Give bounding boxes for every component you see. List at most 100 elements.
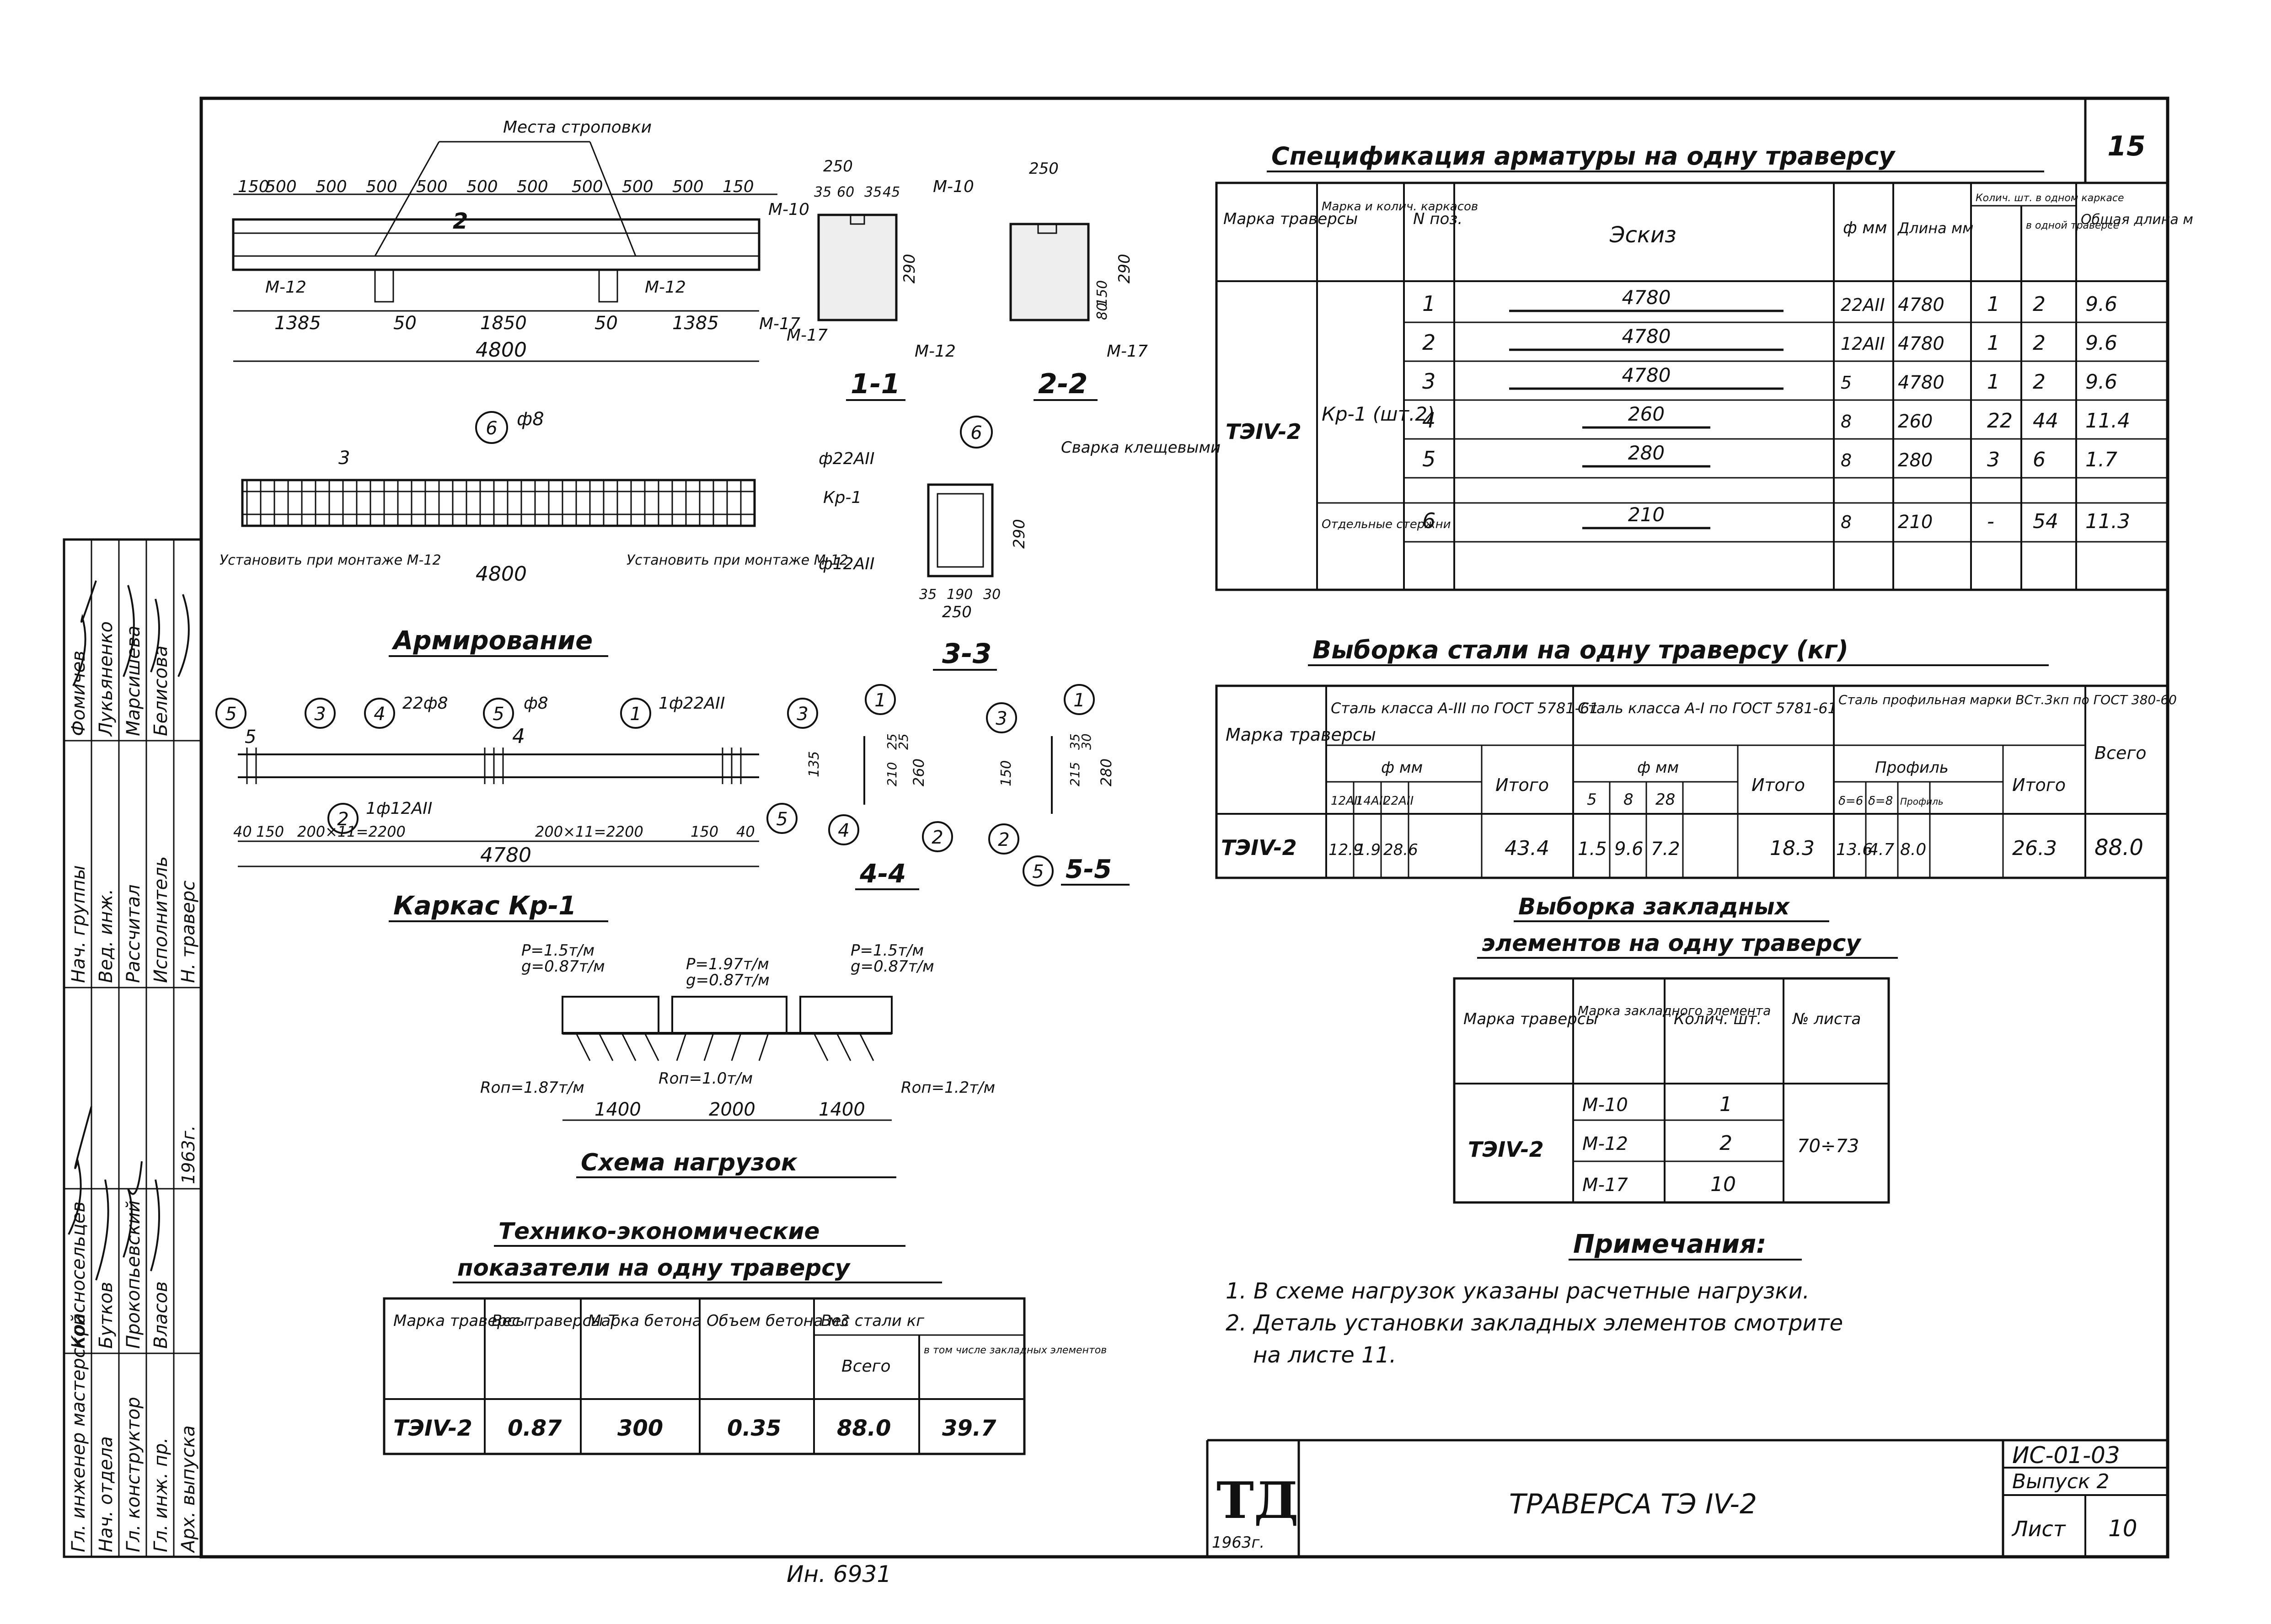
frame-mark: Кр-1 (823, 488, 862, 507)
spec-cell-total: 11.3 (2085, 510, 2130, 533)
dim: 150 (691, 823, 718, 840)
dim: 35 (814, 184, 831, 200)
th: ф мм (1381, 759, 1423, 777)
embedded-elements-table: Выборка закладных элементов на одну трав… (1453, 893, 1898, 1204)
callout-circle (960, 416, 993, 449)
callout-circle (475, 411, 508, 444)
install-note-right: Установить при монтаже М-12 (627, 552, 848, 568)
signer2-3: Марсишева (123, 625, 144, 736)
load-mid-g: g=0.87т/м (686, 971, 770, 989)
mark-m12: М-12 (915, 342, 956, 361)
spec-cell-n1: 1 (1987, 331, 2000, 355)
td: 1.5 (1578, 839, 1607, 860)
dim: 200×11=2200 (535, 823, 643, 840)
th: Всего (2094, 743, 2147, 763)
spec-cell-sketch: 280 (1628, 442, 1665, 464)
tech-title-1: Технико-экономические (498, 1218, 819, 1245)
td-group: Кр-1 (шт.2) (1322, 403, 1435, 425)
dim-top: 500 (622, 177, 653, 196)
th: в одной траверсе (2026, 220, 2119, 231)
signature-scribble (123, 585, 135, 677)
callout: 1 (874, 690, 886, 711)
td: 70÷73 (1797, 1136, 1859, 1157)
th: Марка траверсы (1223, 210, 1358, 228)
dim-top: 500 (466, 177, 498, 196)
spec-cell-len: 280 (1898, 450, 1933, 471)
th: δ=6 (1838, 794, 1863, 808)
overall-length: 4800 (476, 338, 527, 362)
inventory-number: Ин. 6931 (787, 1561, 891, 1587)
td: 18.3 (1770, 837, 1815, 860)
th: ф мм (1843, 219, 1887, 237)
signature-scribble (95, 1179, 109, 1281)
steel-table: Выборка стали на одну траверсу (кг) Марк… (1215, 636, 2177, 879)
mark-m17: М-17 (787, 326, 828, 345)
reinforcement-view: 6 ф8 3 Установить при монтаже М-12 Устан… (220, 409, 848, 657)
issue: Выпуск 2 (2012, 1470, 2109, 1493)
embed-plate (374, 269, 394, 303)
callout-circle (1064, 684, 1095, 715)
role-1: Гл. инженер мастерской (68, 1314, 89, 1552)
dim-bottom: 1385 (672, 313, 719, 334)
embed (1037, 223, 1057, 234)
callout: 5 (776, 809, 787, 830)
bar-label: ф8 (524, 694, 548, 713)
dim-top: 500 (672, 177, 704, 196)
th: Длина мм (1897, 219, 1973, 237)
spec-cell-len: 4780 (1898, 372, 1944, 393)
signer2-1: Фомичев (68, 651, 89, 736)
callout-circle (988, 823, 1019, 855)
th: 5 (1587, 791, 1597, 809)
th: Марка траверсы (1463, 1010, 1598, 1028)
td: 39.7 (942, 1416, 996, 1441)
callout: 4 (838, 820, 849, 841)
note-1: 1. В схеме нагрузок указаны расчетные на… (1226, 1278, 1810, 1304)
title-block: ТД 1963г. ТРАВЕРСА ТЭ IV-2 ИС-01-03 Выпу… (1206, 1439, 2168, 1557)
callout-circle (986, 702, 1017, 733)
th: Колич. шт. (1674, 1010, 1762, 1028)
dim: 80 (1094, 303, 1110, 320)
th: ф мм (1637, 759, 1679, 777)
load-block-left (562, 996, 659, 1034)
callout-circle (766, 803, 798, 834)
signature-scribble (68, 1106, 92, 1235)
th: 28 (1655, 791, 1675, 809)
spec-cell-sketch: 4780 (1622, 286, 1671, 309)
th: Вес стали кг (821, 1312, 925, 1330)
td: 4.7 (1868, 840, 1894, 859)
spec-cell-total: 1.7 (2085, 448, 2117, 471)
callout: 1 (630, 704, 641, 725)
spec-cell-pos: 1 (1422, 291, 1435, 316)
spec-cell-d: 22AII (1841, 295, 1885, 315)
tech-title-2: показатели на одну траверсу (457, 1255, 851, 1281)
spec-cell-n2: 2 (2033, 370, 2046, 394)
section-1-1: 250 290 35 60 35 45 М-10 М-12 М-17 1-1 (787, 157, 974, 401)
spec-cell-len: 210 (1898, 512, 1933, 533)
signer-3: Прокопьевский (123, 1200, 144, 1349)
th: Сталь класса A-III по ГОСТ 5781-61 (1331, 700, 1599, 717)
spec-cell-pos: 3 (1422, 369, 1435, 394)
callout-circle (620, 698, 651, 729)
section-2-2: 250 290 150 80 М-17 2-2 (1009, 160, 1148, 401)
th: Объем бетона м3 (707, 1312, 850, 1330)
td: 12.9 (1328, 841, 1363, 859)
role-5: Арх. выпуска (178, 1426, 199, 1554)
beam-outline (232, 218, 761, 271)
elevation-view: Места строповки 150 500 500 500 500 500 … (232, 118, 809, 362)
callout: 1 (1073, 690, 1085, 711)
th: Итого (1751, 775, 1805, 795)
th: 14AII (1356, 794, 1386, 808)
section-4-4: 3 1 135 25 210 25 260 4 2 4-4 (787, 684, 953, 890)
install-note-left: Установить при монтаже М-12 (220, 552, 441, 568)
spec-cell-n1: 3 (1987, 448, 2000, 471)
dim: 210 (884, 762, 900, 786)
steel-title: Выборка стали на одну траверсу (кг) (1312, 636, 1848, 664)
load-arrows (575, 1033, 874, 1061)
table-frame (1453, 977, 1890, 1204)
drawing-code: ИС-01-03 (2012, 1442, 2120, 1469)
load-right: P=1.5т/м (851, 941, 924, 960)
td: 10 (1710, 1173, 1736, 1196)
dim: 150 (998, 760, 1014, 786)
spec-cell-pos: 5 (1422, 447, 1435, 471)
